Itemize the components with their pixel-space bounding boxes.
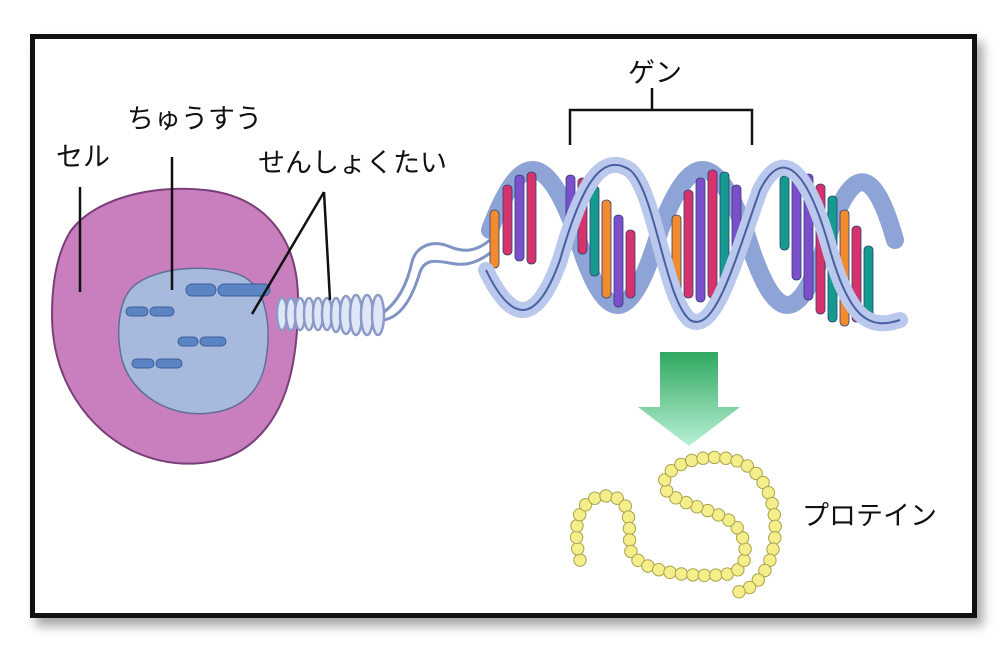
protein-bead: [751, 573, 765, 587]
label-nucleus: ちゅうすう: [127, 104, 262, 135]
label-chromosome: せんしょくたい: [258, 148, 447, 179]
protein-bead: [758, 563, 772, 578]
chromosome-cluster: [125, 306, 227, 369]
protein-bead: [765, 496, 779, 511]
dna-unwinding-strand: [383, 238, 495, 322]
protein-bead: [569, 530, 584, 544]
protein-bead: [578, 498, 593, 512]
protein-bead: [685, 453, 699, 468]
protein-bead: [737, 553, 751, 568]
label-cell: セル: [56, 142, 110, 173]
gene-bracket: [568, 88, 754, 145]
protein-bead: [621, 510, 636, 524]
arrow-down-icon: [638, 352, 740, 446]
protein-bead: [768, 519, 782, 533]
protein-bead: [767, 508, 781, 522]
protein-bead: [696, 451, 710, 465]
chromatin-coil: [275, 293, 386, 337]
protein-bead: [571, 542, 585, 556]
protein-bead: [622, 521, 637, 536]
protein-bead: [652, 563, 666, 577]
protein-bead: [686, 568, 700, 582]
label-gene: ゲン: [628, 58, 682, 89]
protein-bead: [573, 508, 587, 522]
protein-bead: [631, 553, 645, 567]
label-protein: プロテイン: [802, 501, 937, 532]
protein-chain-icon: [569, 450, 782, 599]
leader-lines: [78, 157, 332, 315]
protein-bead: [658, 473, 672, 487]
protein-bead: [664, 464, 678, 478]
protein-bead: [663, 565, 677, 579]
protein-bead: [660, 484, 674, 498]
protein-bead: [588, 491, 602, 505]
protein-bead: [622, 533, 637, 547]
protein-bead: [766, 542, 780, 556]
chromosome-icon: [185, 283, 271, 297]
protein-bead: [573, 553, 587, 567]
protein-bead: [730, 521, 744, 535]
protein-bead: [749, 466, 763, 481]
dna-double-helix-icon: [478, 156, 908, 332]
protein-bead: [719, 451, 733, 465]
protein-bead: [697, 568, 711, 582]
protein-bead: [731, 563, 745, 577]
protein-bead: [768, 531, 782, 545]
protein-bead: [738, 542, 752, 556]
protein-bead: [624, 544, 638, 559]
protein-bead: [570, 519, 584, 533]
protein-bead: [669, 491, 683, 505]
protein-bead: [674, 567, 689, 581]
protein-bead: [707, 450, 722, 465]
protein-bead: [709, 568, 723, 582]
protein-bead: [732, 585, 746, 599]
protein-bead: [618, 499, 632, 513]
protein-bead: [599, 489, 613, 503]
protein-bead: [610, 491, 624, 505]
protein-bead: [740, 459, 754, 473]
